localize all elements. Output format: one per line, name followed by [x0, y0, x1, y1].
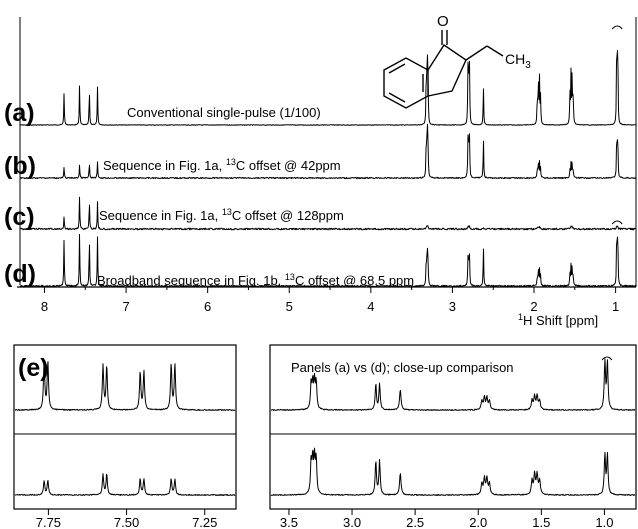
spectrum-line-b [19, 123, 637, 180]
closeup-right-tick-label-1.0: 1.0 [595, 515, 613, 529]
closeup-left-row-(d) [14, 473, 236, 496]
oxygen-label: O [437, 13, 449, 30]
closeup-right-row-(a) [270, 358, 636, 411]
x-tick-label-2: 2 [530, 299, 537, 314]
description-b: Sequence in Fig. 1a, 13C offset @ 42ppm [103, 157, 341, 173]
x-axis-label-sup: 1 [518, 312, 523, 322]
spectra-top [19, 25, 637, 288]
description-c-sup: 13 [222, 207, 232, 217]
ticks-e: 7.75 7.50 7.25 3.5 3.0 2.5 2.0 1.5 1.0 [36, 509, 613, 529]
description-d-post: C offset @ 68.5 ppm [295, 273, 414, 288]
description-b-pre: Sequence in Fig. 1a, [103, 158, 226, 173]
truncation-mark-0 [611, 25, 623, 30]
closeup-truncation-mark [601, 356, 613, 361]
description-a-text: Conventional single-pulse (1/100) [127, 105, 321, 120]
closeup-left-tick-label-7.25: 7.25 [192, 515, 217, 529]
description-c: Sequence in Fig. 1a, 13C offset @ 128ppm [99, 207, 344, 223]
aromatic-bond-3 [388, 92, 406, 103]
panel-e-frame-left [13, 344, 237, 510]
x-tick-label-6: 6 [204, 299, 211, 314]
methyl-label: CH3 [505, 51, 531, 71]
description-d-sup: 13 [285, 272, 295, 282]
panel-label-e: (e) [18, 354, 49, 382]
closeup-right-tick-label-1.5: 1.5 [532, 515, 550, 529]
x-axis-label: 1H Shift [ppm] [518, 312, 598, 328]
panel-label-a: (a) [4, 99, 35, 127]
description-c-pre: Sequence in Fig. 1a, [99, 208, 222, 223]
ticks-top: 8 7 6 5 4 3 2 1 [41, 287, 619, 314]
description-a: Conventional single-pulse (1/100) [127, 105, 321, 120]
description-d-pre: Broadband sequence in Fig. 1b, [97, 273, 285, 288]
closeup-right-row-(d) [270, 447, 636, 496]
truncation-mark-1 [611, 220, 623, 225]
closeup-right-tick-label-2.5: 2.5 [406, 515, 424, 529]
molecule-structure [383, 30, 504, 109]
x-tick-label-7: 7 [122, 299, 129, 314]
panel-e-title: Panels (a) vs (d); close-up comparison [291, 360, 514, 375]
benzene-ring [383, 57, 429, 109]
description-d: Broadband sequence in Fig. 1b, 13C offse… [97, 272, 414, 288]
description-c-post: C offset @ 128ppm [232, 208, 344, 223]
closeup-left-row-(a) [14, 360, 236, 411]
panel-label-d: (d) [4, 260, 36, 288]
panel-label-c: (c) [4, 203, 35, 231]
x-tick-label-5: 5 [286, 299, 293, 314]
panel-label-b: (b) [4, 152, 36, 180]
cyclopentanone-ring [427, 44, 467, 97]
spectrum-line-c [19, 196, 637, 231]
spectrum-line-a [20, 50, 637, 126]
closeup-right-tick-label-3.5: 3.5 [280, 515, 298, 529]
closeup-left-tick-label-7.75: 7.75 [36, 515, 61, 529]
description-b-post: C offset @ 42ppm [236, 158, 341, 173]
closeup-right-tick-label-2.0: 2.0 [469, 515, 487, 529]
ethyl-bond-2 [486, 45, 504, 57]
closeup-right-tick-label-3.0: 3.0 [343, 515, 361, 529]
x-axis-label-text: H Shift [ppm] [523, 313, 598, 328]
x-tick-label-3: 3 [449, 299, 456, 314]
aromatic-bond-1 [388, 63, 406, 74]
closeup-left-tick-label-7.50: 7.50 [114, 515, 139, 529]
ethyl-bond-1 [465, 45, 488, 61]
panel-e-frame-right [269, 344, 637, 510]
x-tick-label-1: 1 [612, 299, 619, 314]
spectra-e [14, 356, 636, 496]
description-b-sup: 13 [226, 157, 236, 167]
x-tick-label-8: 8 [41, 299, 48, 314]
x-tick-label-4: 4 [367, 299, 374, 314]
spectrum-line-d [20, 233, 637, 288]
